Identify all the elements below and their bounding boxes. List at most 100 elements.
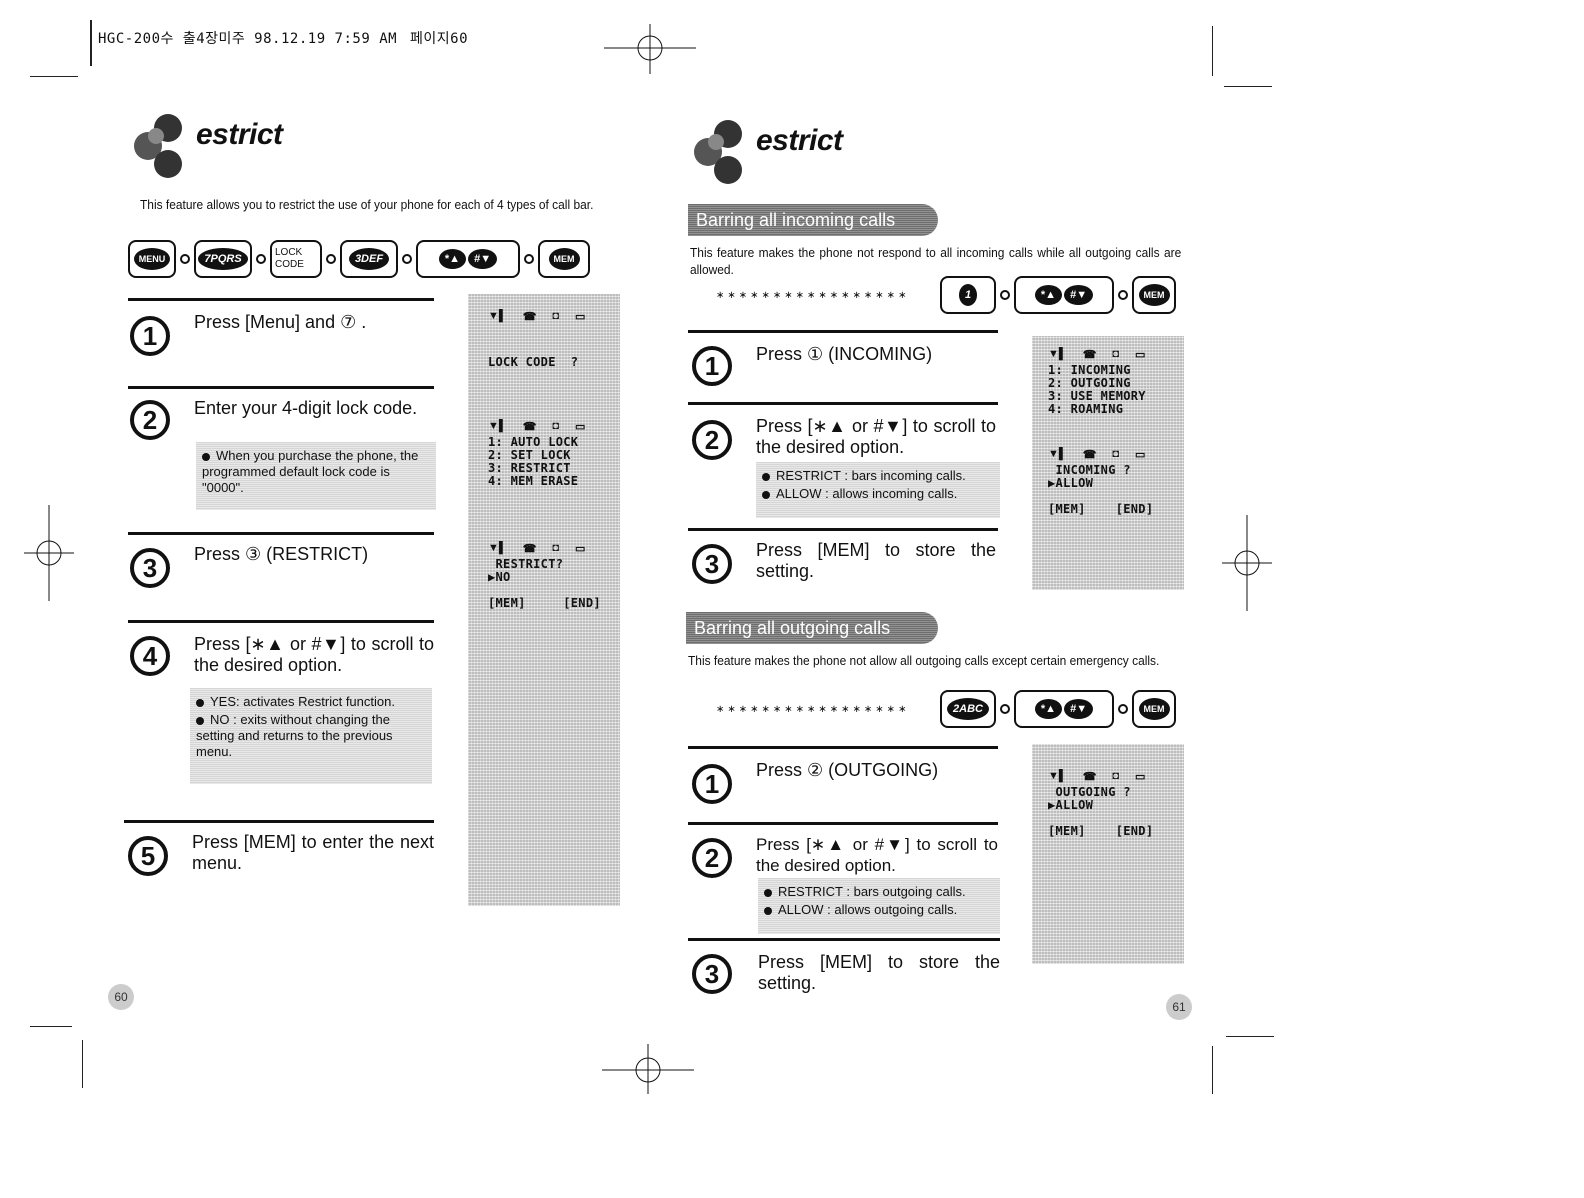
step-number: 2: [130, 400, 170, 440]
step-text: Press [∗▲ or #▼] to scroll to the desire…: [194, 634, 434, 675]
page-title: estrict: [196, 118, 283, 151]
note-box: YES: activates Restrict function. NO : e…: [190, 688, 432, 784]
lcd-text: 1: AUTO LOCK 2: SET LOCK 3: RESTRICT 4: …: [488, 435, 579, 488]
key-7-icon: 7PQRS: [194, 240, 252, 278]
step-text: Press [∗▲ or #▼] to scroll to the desire…: [756, 416, 996, 457]
step-number: 4: [130, 636, 170, 676]
status-icons: ▼▌☎◘▭: [1048, 348, 1146, 361]
key-2-icon: 2ABC: [940, 690, 996, 728]
step-number: 3: [692, 544, 732, 584]
step-number: 1: [692, 346, 732, 386]
registration-mark: [1222, 515, 1272, 611]
lcd-text: LOCK CODE ?: [488, 355, 579, 369]
status-icons: ▼▌☎◘▭: [1048, 448, 1146, 461]
lcd-text: RESTRICT? ▶NO [MEM] [END]: [488, 557, 601, 610]
bullet-icon: [196, 716, 204, 725]
lock-code-key-icon: LOCK CODE: [270, 240, 322, 278]
step-number: 5: [128, 836, 168, 876]
scroll-keys-icon: *▲#▼: [1014, 276, 1114, 314]
divider: [688, 938, 1000, 941]
lcd-text: INCOMING ? ▶ALLOW [MEM] [END]: [1048, 463, 1154, 516]
connector-icon: [1000, 290, 1010, 300]
registration-mark: [602, 1044, 694, 1094]
clover-logo-icon: [134, 114, 182, 178]
divider: [688, 330, 998, 333]
key-1-icon: 1: [940, 276, 996, 314]
step-text: Press [MEM] to enter the next menu.: [192, 832, 434, 873]
note-box: RESTRICT : bars outgoing calls. ALLOW : …: [758, 878, 1000, 934]
connector-icon: [524, 254, 534, 264]
bullet-icon: [764, 888, 772, 897]
file-info: HGC-200수 출4장미주 98.12.19 7:59 AM: [98, 31, 398, 47]
divider: [688, 528, 998, 531]
page-info: 페이지60: [410, 31, 468, 47]
mem-key-icon: MEM: [538, 240, 590, 278]
mem-key-icon: MEM: [1132, 276, 1176, 314]
section-intro: This feature makes the phone not allow a…: [688, 653, 1160, 668]
scroll-keys-icon: *▲#▼: [1014, 690, 1114, 728]
incoming-key-sequence: 1 *▲#▼ MEM: [940, 276, 1176, 314]
crop-mark: [30, 1026, 72, 1027]
step-text: Press ② (OUTGOING): [756, 760, 939, 780]
step-number: 1: [130, 316, 170, 356]
divider: [688, 822, 998, 825]
status-icons: ▼▌☎◘▭: [488, 420, 586, 433]
status-icons: ▼▌☎◘▭: [488, 310, 586, 323]
step-number: 2: [692, 420, 732, 460]
crop-mark: [82, 1040, 83, 1088]
note-box: When you purchase the phone, the program…: [196, 442, 436, 510]
step-number: 2: [692, 838, 732, 878]
bullet-icon: [762, 472, 770, 481]
note-box: RESTRICT : bars incoming calls. ALLOW : …: [756, 462, 1000, 518]
crop-mark: [1212, 1046, 1213, 1094]
connector-icon: [326, 254, 336, 264]
page-title: estrict: [756, 124, 843, 157]
crop-mark: [1224, 86, 1272, 87]
phone-screen: ▼▌☎◘▭ 1: INCOMING 2: OUTGOING 3: USE MEM…: [1032, 336, 1184, 590]
step-number: 3: [692, 954, 732, 994]
bullet-icon: [764, 906, 772, 915]
outgoing-key-sequence: 2ABC *▲#▼ MEM: [940, 690, 1176, 728]
right-title: estrict: [688, 114, 843, 204]
section-banner: Barring all outgoing calls: [686, 612, 938, 644]
section-banner: Barring all incoming calls: [688, 204, 938, 236]
divider: [124, 820, 434, 823]
page-number: 61: [1166, 994, 1192, 1020]
step-number: 3: [130, 548, 170, 588]
section-intro: This feature makes the phone not respond…: [690, 245, 1182, 277]
registration-mark: [604, 24, 696, 74]
phone-screen: ▼▌☎◘▭ OUTGOING ? ▶ALLOW [MEM] [END]: [1032, 744, 1184, 964]
registration-mark: [24, 505, 74, 601]
connector-icon: [1000, 704, 1010, 714]
divider: [128, 532, 434, 535]
left-key-sequence: MENU 7PQRS LOCK CODE 3DEF *▲#▼ MEM: [128, 240, 590, 278]
key-3-icon: 3DEF: [340, 240, 398, 278]
left-title: estrict: [128, 108, 283, 198]
connector-icon: [256, 254, 266, 264]
menu-key-icon: MENU: [128, 240, 176, 278]
step-text: Press [∗▲ or #▼] to scroll to the desire…: [756, 835, 998, 875]
bullet-icon: [762, 490, 770, 499]
crop-mark: [1226, 1036, 1274, 1037]
mem-key-icon: MEM: [1132, 690, 1176, 728]
crop-mark: [90, 20, 92, 66]
dotted-leader: ∗∗∗∗∗∗∗∗∗∗∗∗∗∗∗∗∗: [716, 704, 910, 715]
phone-screen-strip: ▼▌☎◘▭ LOCK CODE ? ▼▌☎◘▭ 1: AUTO LOCK 2: …: [468, 294, 620, 906]
divider: [128, 298, 434, 301]
clover-logo-icon: [694, 120, 742, 184]
status-icons: ▼▌☎◘▭: [1048, 770, 1146, 783]
status-icons: ▼▌☎◘▭: [488, 542, 586, 555]
connector-icon: [402, 254, 412, 264]
step-text: Enter your 4-digit lock code.: [194, 398, 418, 418]
connector-icon: [180, 254, 190, 264]
step-text: Press [MEM] to store the setting.: [756, 540, 996, 581]
bullet-icon: [202, 452, 210, 461]
bullet-icon: [196, 698, 204, 707]
crop-mark: [1212, 26, 1213, 76]
lcd-text: OUTGOING ? ▶ALLOW [MEM] [END]: [1048, 785, 1154, 838]
step-text: Press ① (INCOMING): [756, 344, 933, 364]
divider: [688, 402, 998, 405]
connector-icon: [1118, 704, 1128, 714]
step-text: Press ③ (RESTRICT): [194, 544, 369, 564]
page-number: 60: [108, 984, 134, 1010]
